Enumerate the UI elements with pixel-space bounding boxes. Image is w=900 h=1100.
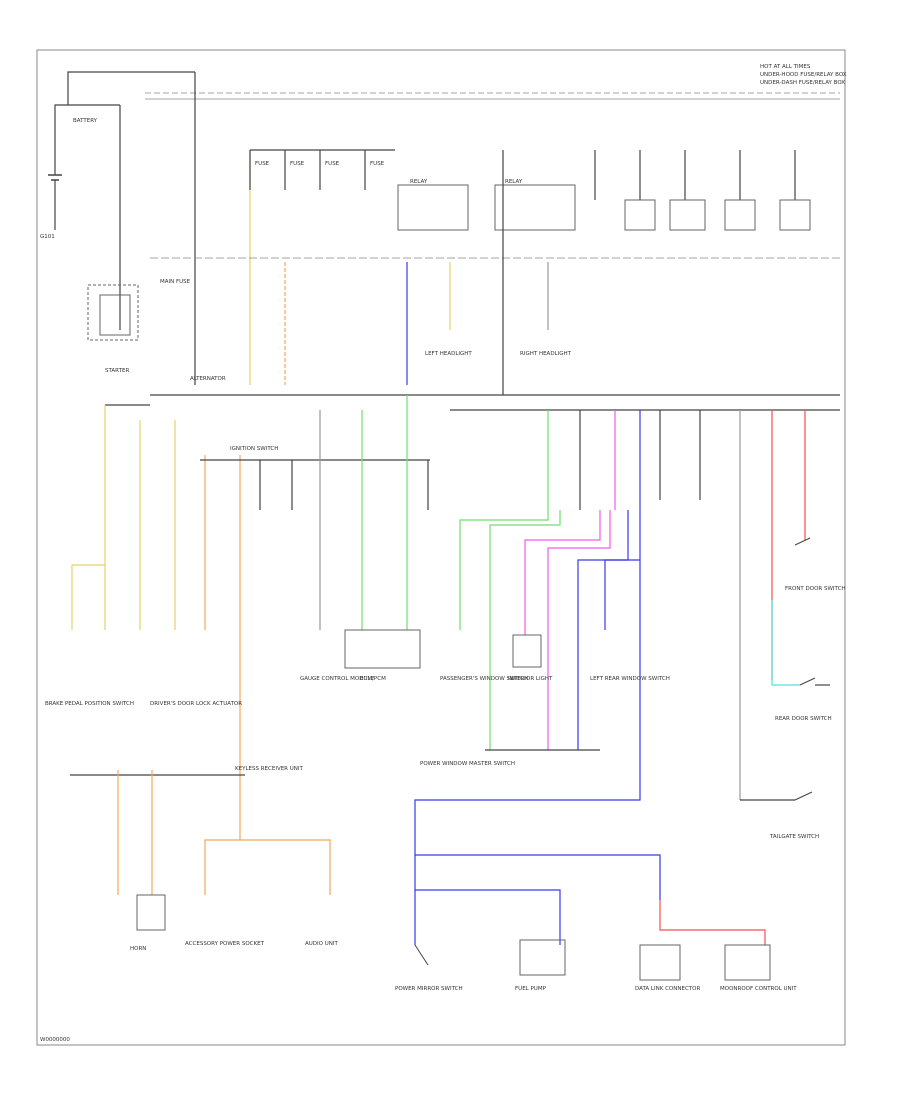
svg-text:DRIVER'S DOOR LOCK ACTUATOR: DRIVER'S DOOR LOCK ACTUATOR — [150, 701, 242, 707]
svg-text:FUSE: FUSE — [370, 161, 385, 167]
svg-text:LEFT HEADLIGHT: LEFT HEADLIGHT — [425, 351, 472, 357]
svg-text:MAIN FUSE: MAIN FUSE — [160, 279, 191, 285]
fuse-row-top: FUSE FUSE FUSE FUSE — [249, 149, 395, 190]
svg-text:BRAKE PEDAL POSITION SWITCH: BRAKE PEDAL POSITION SWITCH — [45, 701, 134, 707]
footer-code: W0000000 — [40, 1037, 70, 1043]
svg-text:POWER WINDOW MASTER SWITCH: POWER WINDOW MASTER SWITCH — [420, 761, 515, 767]
svg-text:AUDIO UNIT: AUDIO UNIT — [305, 941, 338, 947]
svg-text:ACCESSORY POWER SOCKET: ACCESSORY POWER SOCKET — [185, 941, 265, 947]
svg-text:KEYLESS RECEIVER UNIT: KEYLESS RECEIVER UNIT — [235, 766, 304, 772]
svg-text:IGNITION SWITCH: IGNITION SWITCH — [230, 446, 278, 452]
svg-text:FUSE: FUSE — [255, 161, 270, 167]
svg-text:RELAY: RELAY — [410, 179, 428, 185]
svg-text:G101: G101 — [40, 234, 55, 240]
svg-text:FUEL PUMP: FUEL PUMP — [515, 986, 547, 992]
svg-text:FUSE: FUSE — [325, 161, 340, 167]
interior-light — [512, 634, 542, 668]
svg-text:ALTERNATOR: ALTERNATOR — [190, 376, 226, 382]
svg-text:HORN: HORN — [130, 946, 146, 952]
relay-right: RELAY — [494, 179, 576, 231]
svg-text:FRONT DOOR SWITCH: FRONT DOOR SWITCH — [785, 586, 846, 592]
svg-text:ECM/PCM: ECM/PCM — [360, 676, 386, 682]
svg-text:RIGHT HEADLIGHT: RIGHT HEADLIGHT — [520, 351, 572, 357]
svg-text:STARTER: STARTER — [105, 368, 129, 374]
svg-text:RELAY: RELAY — [505, 179, 523, 185]
hot-label: HOT AT ALL TIMES — [760, 64, 811, 70]
svg-text:PASSENGER'S WINDOW SWITCH: PASSENGER'S WINDOW SWITCH — [440, 676, 528, 682]
underdash-label-top: UNDER-DASH FUSE/RELAY BOX — [760, 80, 845, 86]
svg-text:LEFT REAR WINDOW SWITCH: LEFT REAR WINDOW SWITCH — [590, 676, 670, 682]
starter: STARTER — [87, 284, 139, 374]
svg-text:DATA LINK CONNECTOR: DATA LINK CONNECTOR — [635, 986, 700, 992]
svg-text:REAR DOOR SWITCH: REAR DOOR SWITCH — [775, 716, 832, 722]
svg-text:MOONROOF CONTROL UNIT: MOONROOF CONTROL UNIT — [720, 986, 797, 992]
svg-text:GAUGE CONTROL MODULE: GAUGE CONTROL MODULE — [300, 676, 375, 682]
svg-text:TAILGATE SWITCH: TAILGATE SWITCH — [769, 834, 819, 840]
diagram-frame — [36, 49, 846, 1046]
underhood-label-top: UNDER-HOOD FUSE/RELAY BOX — [760, 72, 847, 78]
svg-text:BATTERY: BATTERY — [73, 118, 98, 124]
svg-text:INTERIOR LIGHT: INTERIOR LIGHT — [508, 676, 553, 682]
gauge-control — [344, 629, 421, 669]
battery-group: BATTERY G101 — [40, 71, 195, 330]
svg-text:FUSE: FUSE — [290, 161, 305, 167]
svg-text:POWER MIRROR SWITCH: POWER MIRROR SWITCH — [395, 986, 463, 992]
horn — [136, 894, 166, 931]
fuse-row-right — [594, 150, 811, 231]
relay-left: RELAY — [397, 179, 469, 231]
